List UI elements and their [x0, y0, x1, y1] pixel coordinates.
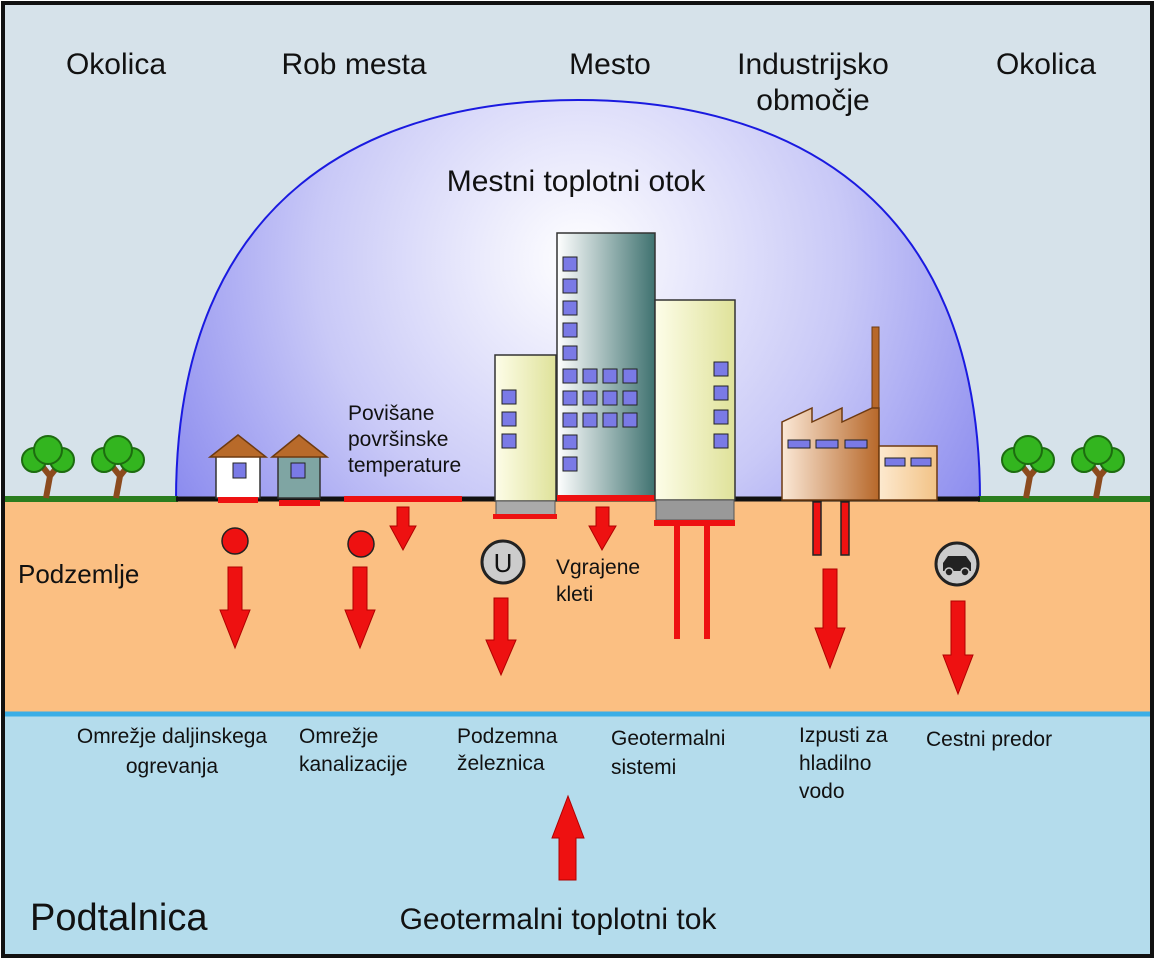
house-icon [269, 434, 330, 506]
zone-label-mesto: Mesto [569, 48, 651, 81]
basements-label-1: Vgrajene [556, 556, 640, 579]
subway-icon: U [480, 539, 526, 585]
tree-icon [91, 435, 145, 499]
source-label-subway: Podzemna [457, 725, 558, 748]
sewer-pipe-icon [347, 530, 375, 558]
heat-flow-arrow [588, 506, 617, 552]
groundwater-label: Podtalnica [30, 897, 208, 939]
source-label-geothermal-2: sistemi [611, 756, 676, 779]
house-icon [207, 434, 269, 503]
heat-flow-arrow [219, 566, 251, 650]
zone-label-rob-mesta: Rob mesta [281, 48, 426, 81]
source-label-cooling-water-3: vodo [799, 780, 845, 803]
surface-temp-label-3: temperature [348, 454, 461, 477]
zone-label-okolica-right: Okolica [996, 48, 1096, 81]
subsurface-layer [4, 500, 1151, 714]
subsurface-label: Podzemlje [18, 559, 139, 589]
tower-windows [562, 256, 638, 472]
source-label-cooling-water-2: hladilno [799, 752, 871, 775]
office-building [654, 299, 736, 639]
zone-label-industrial-2: območje [756, 84, 869, 117]
heat-flow-arrow [814, 568, 846, 670]
cooling-water-pipe [840, 501, 850, 556]
source-label-district-heating-2: ogrevanja [126, 755, 219, 778]
dome-title: Mestni toplotni otok [447, 165, 706, 198]
heat-flow-arrow [485, 597, 517, 677]
geothermal-flow-label: Geotermalni toplotni tok [400, 903, 718, 936]
zone-label-industrial: Industrijsko [737, 48, 889, 81]
heat-flow-arrow [942, 600, 974, 696]
tower-building [556, 232, 656, 501]
tree-icon [21, 435, 75, 499]
car-tunnel-icon [934, 541, 980, 587]
source-label-cooling-water: Izpusti za [799, 724, 888, 747]
heat-flow-arrow [344, 566, 376, 650]
subway-symbol: U [494, 548, 513, 578]
tree-icon [1001, 435, 1055, 499]
cooling-water-pipe [812, 501, 822, 556]
basements-label-2: kleti [556, 583, 593, 606]
geothermal-pipe [674, 526, 680, 639]
source-label-sewer-2: kanalizacije [299, 753, 408, 776]
source-label-geothermal: Geotermalni [611, 727, 725, 750]
source-label-subway-2: železnica [457, 752, 545, 775]
surface-temp-label-2: površinske [348, 428, 448, 451]
zone-label-okolica-left: Okolica [66, 48, 166, 81]
source-label-road-tunnel: Cestni predor [926, 728, 1052, 751]
factory-building [781, 326, 938, 556]
source-label-sewer: Omrežje [299, 725, 378, 748]
office-building [493, 354, 557, 519]
heat-flow-arrow [389, 506, 417, 552]
geothermal-pipe [704, 526, 710, 639]
heated-surface-strip [344, 496, 462, 502]
source-label-district-heating: Omrežje daljinskega [77, 725, 268, 748]
district-heating-pipe-icon [221, 527, 249, 555]
tree-icon [1071, 435, 1125, 499]
geothermal-flow-arrow [551, 794, 585, 881]
surface-temp-label-1: Povišane [348, 402, 434, 425]
